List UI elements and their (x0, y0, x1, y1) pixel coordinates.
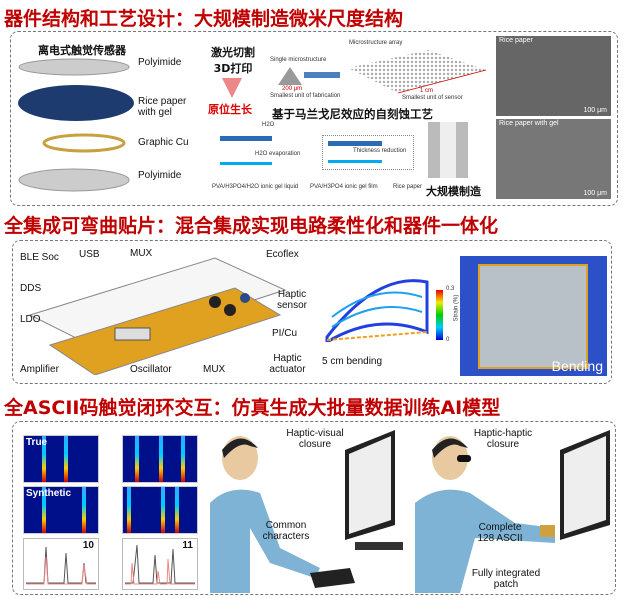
section3-title: 全ASCII码触觉闭环交互：仿真生成大批量数据训练AI模型 (4, 397, 501, 419)
microstructure-icon (278, 67, 302, 85)
h2o-label: H2O (262, 122, 275, 128)
label-ecoflex: Ecoflex (266, 249, 299, 260)
heatmap-synthetic-1: Synthetic (23, 486, 99, 534)
smallest-sensor-label: Smallest unit of sensor (402, 95, 463, 101)
label-oscillator: Oscillator (130, 364, 172, 375)
label-dds: DDS (20, 283, 42, 294)
micro-array-label: Microstructure array (349, 40, 403, 46)
synthetic-label: Synthetic (26, 488, 72, 499)
large-scale-photo (428, 122, 468, 178)
sensor-layers-illustration (18, 58, 134, 192)
label-ble-soc: BLE Soc (20, 252, 59, 263)
label-mux-top: MUX (130, 248, 153, 259)
bending-text: 5 cm bending (322, 356, 383, 367)
strain-simulation (325, 279, 429, 342)
evaporation-label: H2O evaporation (255, 151, 301, 157)
gel-film-bar (220, 162, 272, 165)
section3-box (12, 421, 616, 595)
colorbar-label: Strain (%) (453, 294, 460, 322)
label-amplifier: Amplifier (20, 364, 59, 375)
label-usb: USB (79, 249, 100, 260)
haptic-visual-label: Haptic-visual closure (286, 428, 344, 450)
legend-gel-film: PVA/H3PO4 ionic gel film (310, 184, 378, 190)
scale-1cm: 1 cm (420, 88, 434, 94)
monitor-1-icon (345, 430, 403, 550)
legend-gel-liquid: PVA/H3PO4/H2O ionic gel liquid (212, 184, 299, 190)
down-arrow-icon (222, 78, 242, 98)
section1-title: 器件结构和工艺设计：大规模制造微米尺度结构 (4, 8, 404, 30)
laser-3d-text: 激光切割 3D打印 (211, 46, 255, 75)
insitu-growth-text: 原位生长 (208, 103, 252, 116)
large-scale-text: 大规模制造 (426, 185, 481, 198)
complete-ascii-label: Complete 128 ASCII (477, 522, 523, 544)
signal-plot-11: 11 (122, 538, 198, 590)
sem-rice-paper: Rice paper 100 μm (496, 36, 611, 116)
section2-title: 全集成可弯曲贴片：混合集成实现电路柔性化和器件一体化 (4, 215, 499, 237)
label-haptic-sensor: Haptic sensor (276, 289, 307, 311)
heatmap-synthetic-2 (122, 486, 198, 534)
sensor-heading: 离电式触觉传感器 (38, 44, 126, 57)
thickness-label: Thickness reduction (353, 148, 407, 154)
legend-rice-paper: Rice paper (393, 184, 423, 190)
marangoni-text: 基于马兰戈尼效应的自刻蚀工艺 (272, 107, 433, 121)
haptic-haptic-label: Haptic-haptic closure (473, 428, 533, 450)
heatmap-true-2 (122, 435, 198, 483)
strain-colorbar (436, 290, 443, 340)
label-haptic-actuator: Haptic actuator (269, 353, 306, 375)
monitor-2-icon (560, 430, 610, 540)
colorbar-max: 0.3 (446, 286, 455, 292)
bending-photo: Bending (460, 256, 607, 376)
heatmap-true-1: True (23, 435, 99, 483)
scale-200um: 200 μm (282, 86, 303, 92)
true-label: True (26, 437, 48, 448)
section2-box (12, 240, 612, 384)
person-keyboard-illustration (210, 436, 355, 593)
person-patch-illustration (415, 436, 555, 593)
microstructure-array (348, 50, 487, 94)
signal-plot-10: 10 (23, 538, 99, 590)
right-arrow-icon (304, 72, 340, 78)
single-micro-label: Single microstructure (270, 57, 327, 63)
layer-label-polyimide-bottom: Polyimide (138, 170, 182, 181)
section1-box (10, 31, 618, 206)
gel-liquid-bar (220, 136, 272, 141)
layer-label-graphic-cu: Graphic Cu (138, 137, 189, 148)
bending-photo-label: Bending (551, 358, 603, 374)
layer-label-polyimide-top: Polyimide (138, 57, 182, 68)
label-ldo: LDO (20, 314, 41, 325)
sem-rice-paper-gel: Rice paper with gel 100 μm (496, 119, 611, 199)
common-chars-label: Common characters (262, 520, 310, 542)
patch-label: Fully integrated patch (471, 568, 541, 590)
label-mux-bottom: MUX (203, 364, 226, 375)
colorbar-min: 0 (446, 337, 450, 343)
label-pi-cu: PI/Cu (272, 328, 298, 339)
thickness-inset: Thickness reduction (322, 135, 414, 170)
smallest-fab-label: Smallest unit of fabrication (270, 93, 341, 99)
layer-label-rice-paper: Rice paper with gel (138, 96, 187, 118)
patch-exploded-illustration (28, 257, 287, 375)
